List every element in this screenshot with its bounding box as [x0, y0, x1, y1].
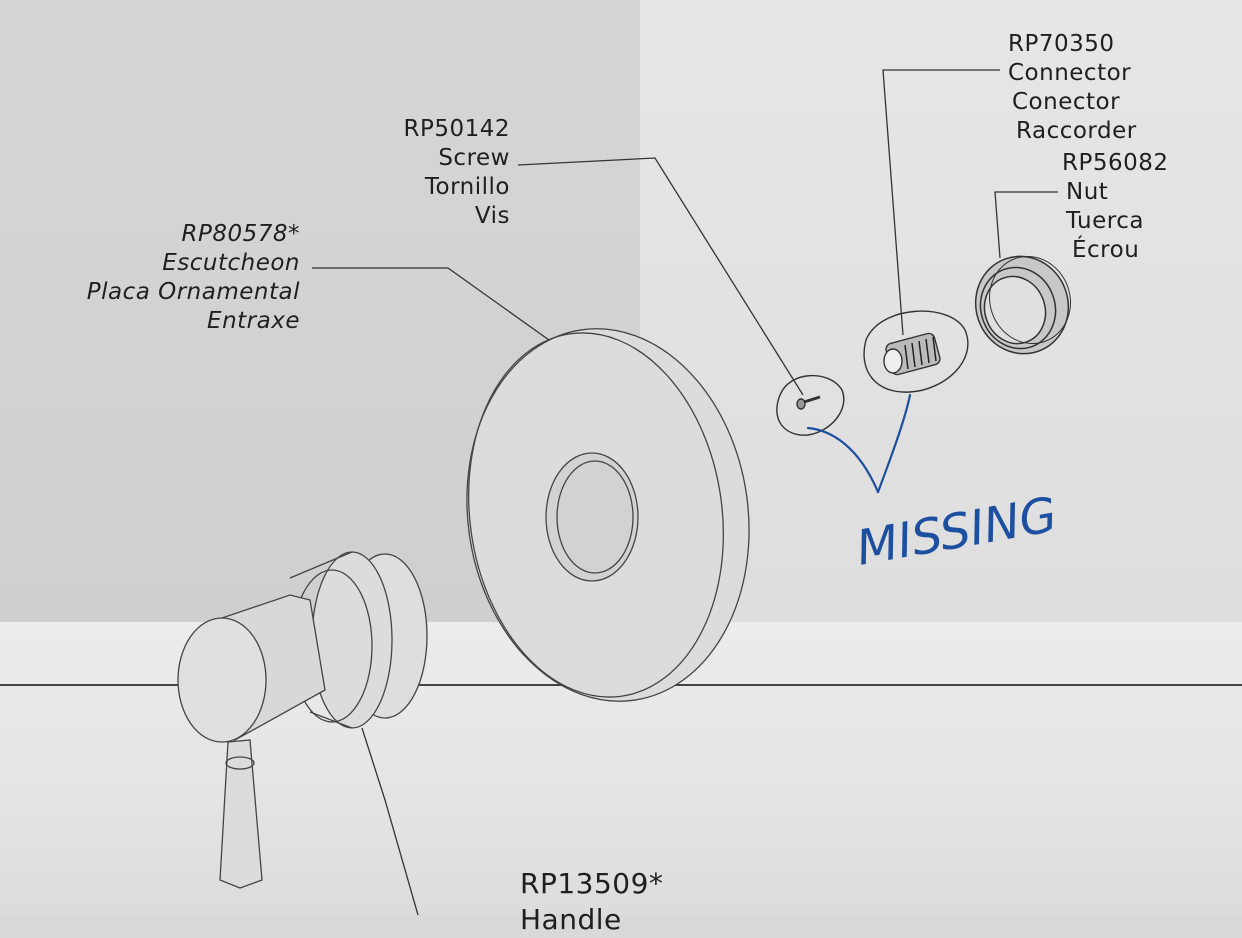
- escutcheon-part: [466, 328, 750, 702]
- escutcheon-name-en: Escutcheon: [162, 250, 300, 276]
- nut-part: [974, 255, 1071, 355]
- nut-name-fr: Écrou: [1072, 237, 1140, 263]
- escutcheon-name-es: Placa Ornamental: [86, 279, 300, 305]
- callout-nut: RP56082 Nut Tuerca Écrou: [1062, 149, 1169, 265]
- escutcheon-part-number: RP80578*: [181, 221, 300, 247]
- handle-name-en: Handle: [520, 903, 622, 936]
- connector-leader-line: [882, 69, 1000, 336]
- screw-leader-line: [517, 157, 804, 396]
- screw-part: [776, 374, 845, 436]
- missing-note: MISSING: [852, 487, 1061, 577]
- screw-name-es: Tornillo: [424, 174, 510, 200]
- callout-connector: RP70350 Connector Conector Raccorder: [1008, 30, 1137, 146]
- parts-drawing: MISSING: [177, 69, 1071, 915]
- screw-name-fr: Vis: [474, 203, 510, 229]
- connector-name-en: Connector: [1008, 60, 1132, 86]
- callout-handle: RP13509* Handle: [520, 866, 663, 938]
- handle-leader-line: [361, 727, 419, 915]
- escutcheon-leader-line: [312, 267, 557, 346]
- connector-name-es: Conector: [1012, 89, 1121, 115]
- handle-part-number: RP13509*: [520, 867, 664, 900]
- handwritten-marks: [806, 393, 912, 494]
- nut-part-number: RP56082: [1062, 150, 1169, 176]
- connector-part-number: RP70350: [1008, 31, 1115, 57]
- connector-name-fr: Raccorder: [1016, 118, 1137, 144]
- screw-part-number: RP50142: [403, 116, 510, 142]
- handle-part: [177, 551, 428, 889]
- nut-name-es: Tuerca: [1066, 208, 1144, 234]
- screw-name-en: Screw: [438, 145, 510, 171]
- escutcheon-name-fr: Entraxe: [207, 308, 300, 334]
- connector-part: [863, 310, 969, 393]
- nut-name-en: Nut: [1066, 179, 1109, 205]
- nut-leader-line: [994, 191, 1058, 259]
- callout-escutcheon: RP80578* Escutcheon Placa Ornamental Ent…: [40, 220, 300, 336]
- callout-screw: RP50142 Screw Tornillo Vis: [380, 115, 510, 231]
